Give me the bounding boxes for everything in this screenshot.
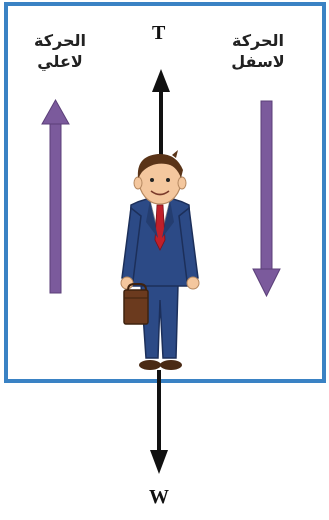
weight-label: W	[149, 486, 169, 509]
motion-up-arrow	[42, 100, 69, 293]
motion-up-label-line1: الحركة	[16, 30, 104, 51]
tension-label: T	[152, 22, 165, 45]
motion-down-label-line2: لاسفل	[214, 51, 302, 72]
motion-up-label-line2: لاعلي	[16, 51, 104, 72]
motion-down-label-line1: الحركة	[214, 30, 302, 51]
motion-up-label: الحركة لاعلي	[16, 30, 104, 72]
motion-down-label: الحركة لاسفل	[214, 30, 302, 72]
man-in-suit-figure	[121, 150, 199, 370]
briefcase-icon	[124, 284, 148, 324]
weight-arrow	[150, 370, 168, 474]
motion-down-arrow	[253, 101, 280, 296]
